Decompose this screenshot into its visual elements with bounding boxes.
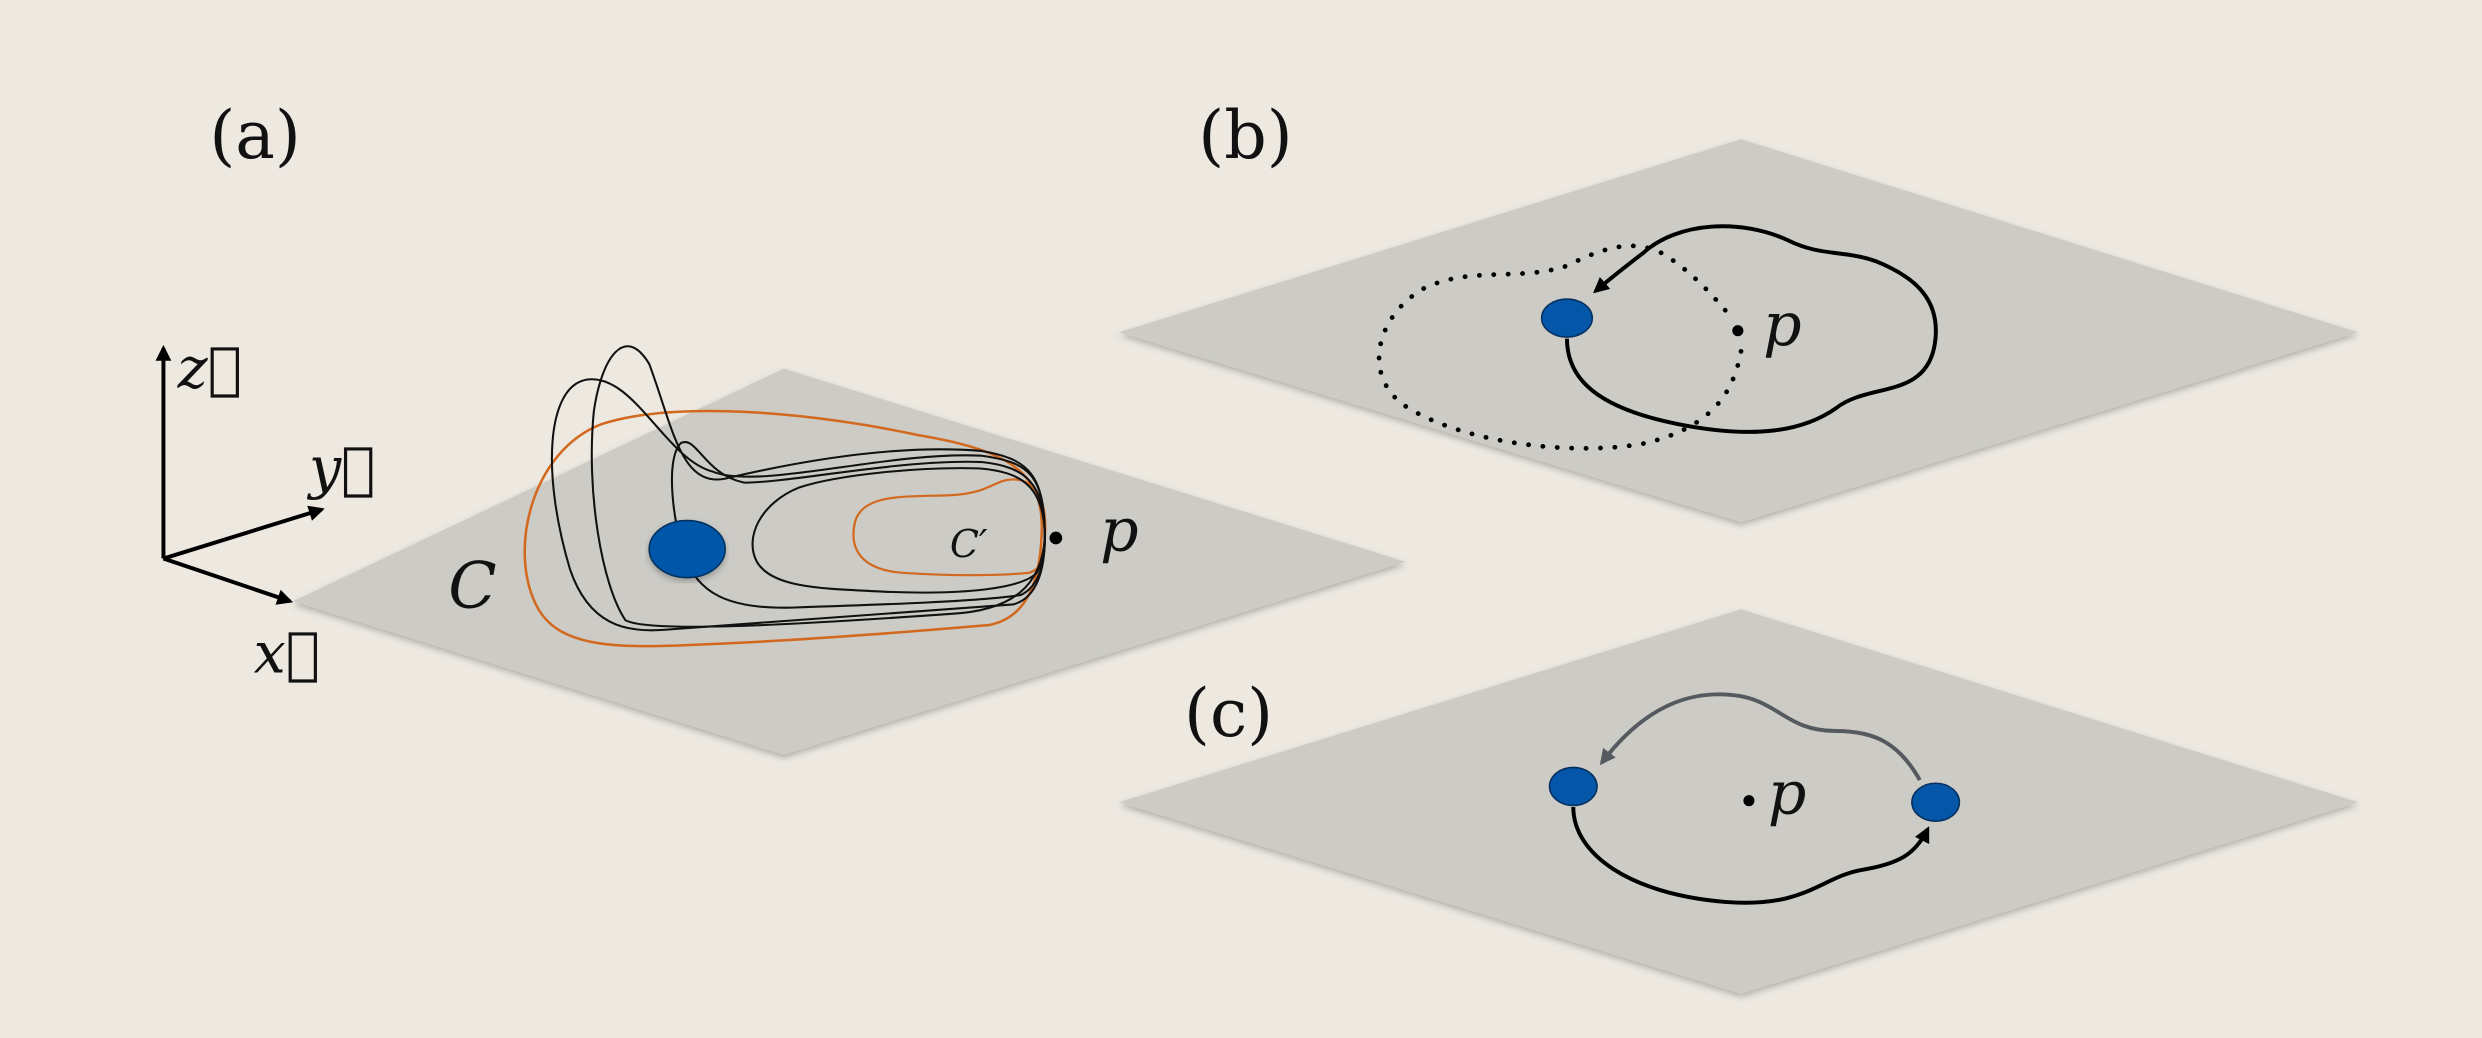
panel-c-label: (c) bbox=[1184, 674, 1273, 752]
y-axis-label: y⃗ bbox=[306, 435, 375, 501]
z-axis-label: z⃗ bbox=[177, 336, 242, 402]
black-path-arrow bbox=[1571, 806, 1930, 905]
point-p-label-c: p bbox=[1768, 758, 1806, 828]
solid-path-arrow bbox=[1564, 224, 1938, 434]
contour-C bbox=[523, 409, 1044, 648]
contour-C-prime bbox=[852, 478, 1047, 577]
panel-c: (c) p bbox=[1119, 609, 2359, 994]
panel-a: (a) z⃗ y⃗ x⃗ C C′ p bbox=[155, 96, 1406, 755]
panel-b: (b) p bbox=[1119, 96, 2359, 523]
x-axis-label: x⃗ bbox=[254, 620, 320, 686]
x-axis-arrow bbox=[162, 556, 294, 605]
dotted-path bbox=[1376, 243, 1744, 451]
particle-a bbox=[648, 519, 726, 579]
particle-c-left bbox=[1548, 766, 1598, 807]
point-p-label-b: p bbox=[1763, 290, 1801, 360]
panel-b-label: (b) bbox=[1198, 96, 1292, 174]
contour-C-prime-label: C′ bbox=[950, 522, 988, 566]
y-axis-arrow bbox=[162, 505, 325, 561]
gray-path-arrow bbox=[1599, 692, 1922, 782]
plane-c bbox=[1119, 609, 2359, 994]
point-p-b bbox=[1732, 325, 1744, 337]
plane-a bbox=[293, 368, 1406, 755]
deformation-curves bbox=[550, 345, 1046, 632]
point-p-label-a: p bbox=[1100, 496, 1138, 566]
axes bbox=[155, 344, 325, 605]
particle-b bbox=[1540, 298, 1594, 338]
point-p-a bbox=[1049, 531, 1063, 545]
contour-C-label: C bbox=[448, 549, 496, 623]
panel-a-label: (a) bbox=[209, 96, 300, 174]
point-p-c bbox=[1743, 795, 1755, 807]
particle-c-right bbox=[1911, 782, 1961, 823]
